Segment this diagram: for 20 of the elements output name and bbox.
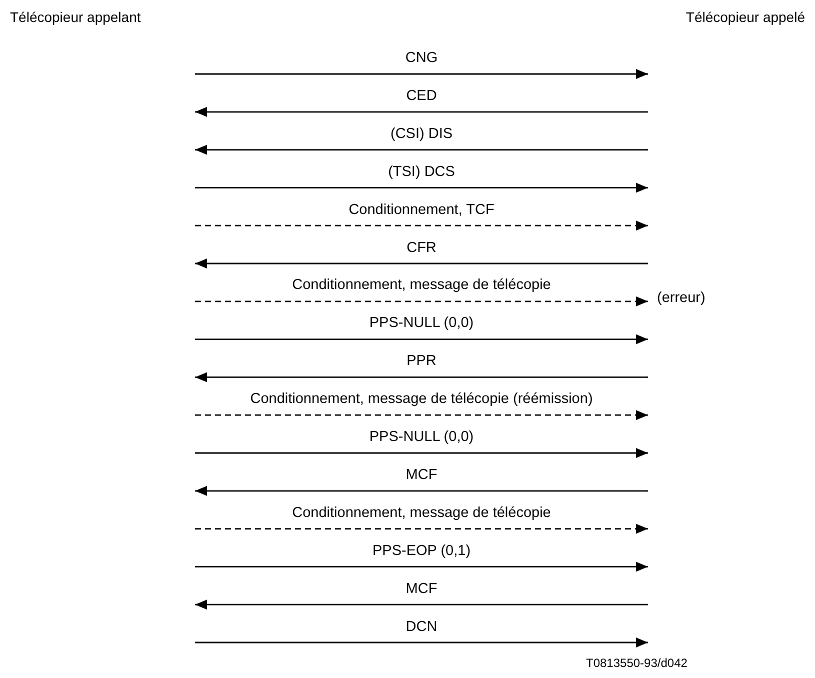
message-label: Conditionnement, TCF <box>348 202 494 218</box>
message-label: PPS-NULL (0,0) <box>369 315 474 332</box>
message-label: MCF <box>406 580 438 597</box>
message-label: CED <box>406 88 437 104</box>
message-label: PPR <box>406 353 436 370</box>
message-label: PPS-EOP (0,1) <box>372 542 471 559</box>
figure-reference: T0813550-93/d042 <box>586 656 688 670</box>
message-label: CFR <box>406 240 436 256</box>
message-label: Conditionnement, message de télécopie <box>292 277 551 294</box>
message-label: MCF <box>406 466 438 483</box>
device-heading: Télécopieur appelant <box>10 9 141 25</box>
note-text: (erreur) <box>657 290 706 306</box>
message-label: Conditionnement, message de télécopie <box>292 504 551 521</box>
message-label: Conditionnement, message de télécopie (réémission) <box>250 391 593 408</box>
message-label: (CSI) DIS <box>390 126 453 142</box>
message-label: PPS-NULL (0,0) <box>369 429 474 445</box>
message-label: (TSI) DCS <box>388 164 455 180</box>
device-heading: Télécopieur appelé <box>686 9 805 25</box>
message-label: CNG <box>405 50 438 66</box>
message-label: DCN <box>406 618 438 634</box>
